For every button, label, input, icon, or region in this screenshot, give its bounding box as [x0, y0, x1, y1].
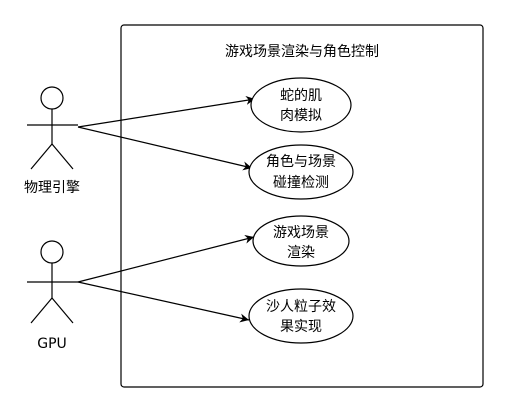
use-case-line: 蛇的肌	[280, 88, 322, 104]
association-arrow-physics-uc1	[77, 95, 256, 128]
actor-physics-engine: 物理引擎	[24, 86, 80, 196]
use-case-line: 沙人粒子效	[266, 299, 336, 315]
use-case-line: 果实现	[280, 319, 322, 335]
actor-gpu: GPU	[27, 240, 78, 352]
system-boundary	[120, 24, 484, 388]
association-arrow-gpu-uc3	[77, 234, 255, 283]
use-case-line: 角色与场景	[266, 153, 336, 170]
association-arrow-physics-uc2	[77, 126, 253, 171]
actor-label: 物理引擎	[24, 180, 80, 196]
actor-stick-figure-icon	[27, 86, 78, 170]
use-case-line: 碰撞检测	[273, 175, 329, 191]
actor-label: GPU	[37, 336, 67, 352]
use-case-muscle-simulation: 蛇的肌 肉模拟	[250, 77, 352, 133]
actor-stick-figure-icon	[27, 240, 78, 324]
use-case-collision-detection: 角色与场景 碰撞检测	[248, 144, 354, 200]
system-title: 游戏场景渲染与角色控制	[225, 43, 379, 60]
use-case-scene-rendering: 游戏场景 渲染	[252, 215, 350, 267]
use-case-line: 渲染	[287, 245, 315, 261]
association-lines	[77, 95, 256, 323]
association-arrow-gpu-uc4	[77, 281, 250, 323]
use-case-particle-effects: 沙人粒子效 果实现	[248, 288, 354, 344]
use-case-line: 游戏场景	[273, 225, 329, 241]
use-case-line: 肉模拟	[280, 108, 322, 124]
